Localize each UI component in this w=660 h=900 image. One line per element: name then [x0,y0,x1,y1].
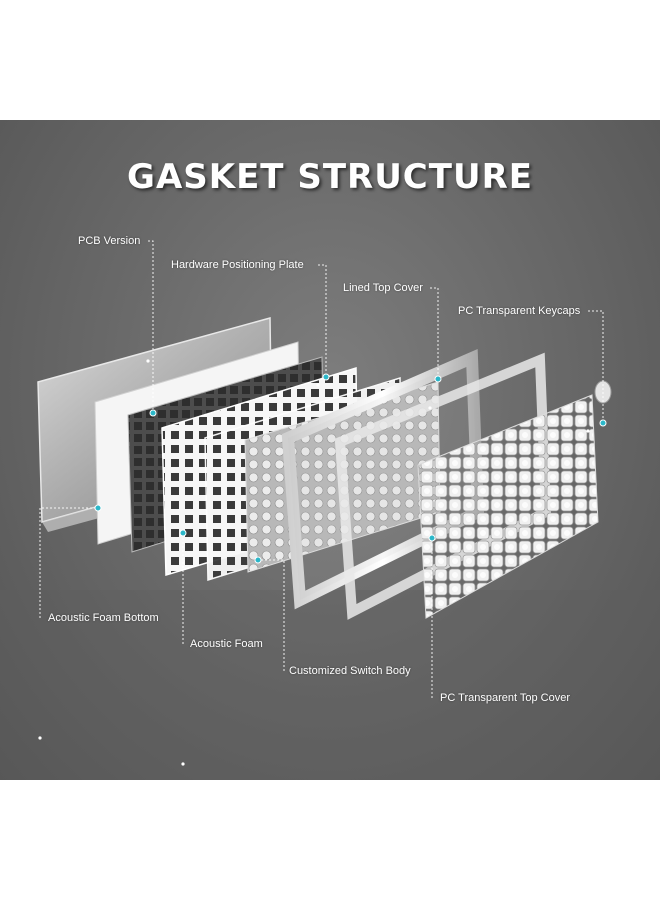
label-hardware-positioning-plate: Hardware Positioning Plate [171,259,304,271]
label-pcb-version: PCB Version [78,235,141,247]
keycaps-layer [417,380,612,619]
label-customized-switch-body: Customized Switch Body [289,665,411,677]
label-acoustic-foam-bottom: Acoustic Foam Bottom [48,612,159,624]
label-acoustic-foam: Acoustic Foam [190,638,263,650]
page-title: GASKET STRUCTURE [127,157,533,197]
label-pc-transparent-top-cover: PC Transparent Top Cover [440,692,571,704]
label-pc-transparent-keycaps: PC Transparent Keycaps [458,305,581,317]
label-lined-top-cover: Lined Top Cover [343,282,423,294]
exploded-keyboard-illustration [0,240,660,780]
